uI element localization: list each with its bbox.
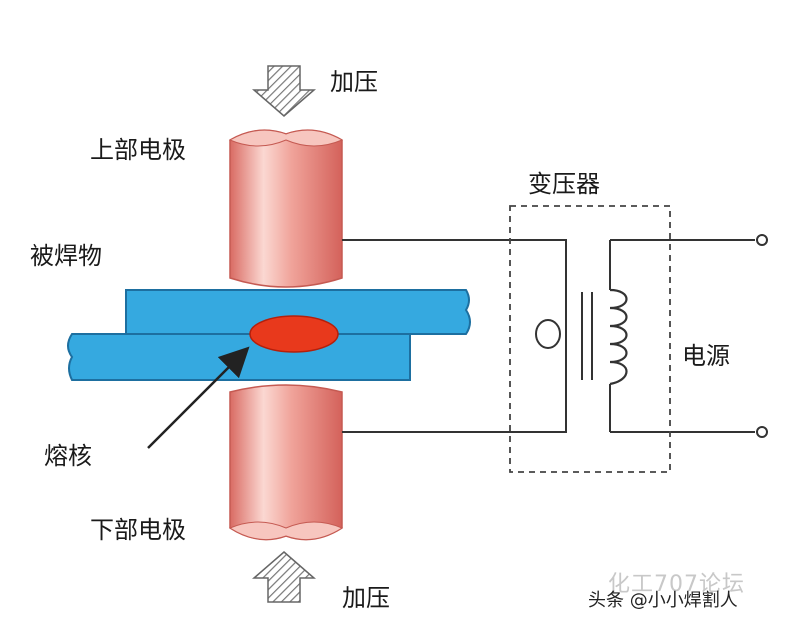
workpiece-label: 被焊物	[30, 242, 102, 270]
watermark: 头条 @小小焊割人	[588, 590, 738, 611]
nugget-pointer-arrow	[147, 346, 250, 449]
power-source-label: 电源	[682, 342, 730, 370]
bottom-pressure-label: 加压	[342, 584, 390, 612]
faint-watermark: 化工707论坛	[608, 572, 745, 597]
top-pressure-label: 加压	[330, 68, 378, 96]
circuit-wires	[342, 239, 755, 433]
top-pressure-arrow	[251, 65, 317, 117]
lower-electrode-label: 下部电极	[90, 516, 186, 544]
upper-workpiece-plate	[125, 289, 471, 335]
transformer-box	[509, 205, 671, 473]
transformer-label: 变压器	[528, 170, 600, 198]
weld-nugget	[249, 315, 339, 353]
transformer-coil	[609, 288, 628, 386]
bottom-pressure-arrow	[251, 551, 317, 603]
primary-coil-loop	[535, 319, 561, 349]
terminal-top	[756, 234, 768, 246]
terminal-bottom	[756, 426, 768, 438]
lower-electrode	[228, 384, 344, 541]
upper-electrode	[228, 129, 344, 288]
transformer-core	[581, 292, 593, 380]
upper-electrode-label: 上部电极	[90, 136, 186, 164]
nugget-label: 熔核	[44, 442, 92, 470]
